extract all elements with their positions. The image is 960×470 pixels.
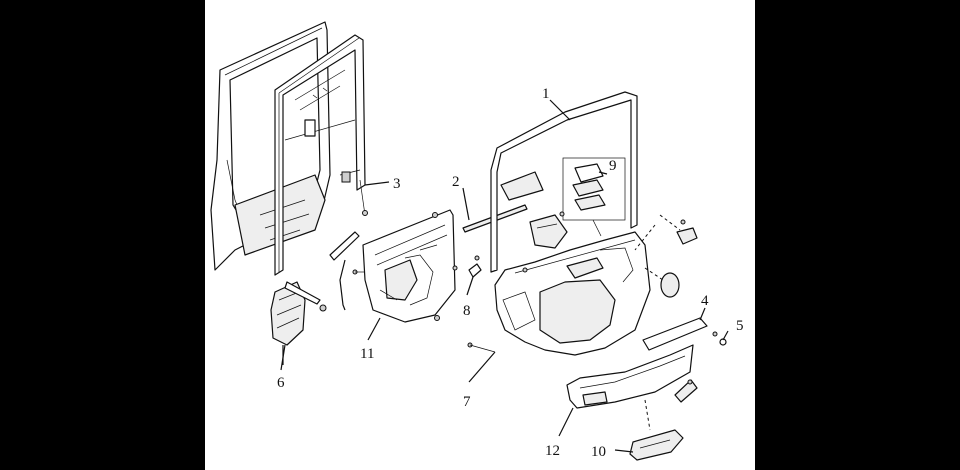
callout-7: 7 (463, 394, 471, 410)
leader-lines (280, 99, 729, 453)
callout-2: 2 (452, 174, 460, 190)
callout-12: 12 (545, 443, 560, 459)
small-brackets (329, 231, 365, 311)
callout-9: 9 (609, 158, 617, 174)
door-frame-part (210, 21, 368, 276)
door-seal-part (490, 91, 638, 273)
inner-handle-part (529, 211, 568, 249)
callout-5: 5 (736, 318, 744, 334)
callout-4: 4 (701, 293, 709, 309)
door-pocket-part (629, 399, 684, 461)
window-regulator-part (270, 281, 327, 365)
clip-part (468, 255, 482, 278)
grab-handle-part (642, 317, 718, 351)
inner-panel-part (362, 209, 458, 323)
callout-1: 1 (542, 86, 550, 102)
callout-6: 6 (277, 375, 285, 391)
right-small-parts (634, 214, 698, 298)
armrest-part (566, 344, 698, 409)
switch-panel-group (500, 157, 626, 237)
callout-3: 3 (393, 176, 401, 192)
trim-panel-part (467, 231, 651, 356)
callout-10: 10 (591, 444, 606, 460)
exploded-door-diagram: 1 2 3 4 5 6 7 8 9 10 11 12 (210, 21, 744, 461)
callout-8: 8 (463, 303, 471, 319)
callout-11: 11 (360, 346, 374, 362)
diagram-canvas: 1 2 3 4 5 6 7 8 9 10 11 12 (205, 0, 755, 470)
